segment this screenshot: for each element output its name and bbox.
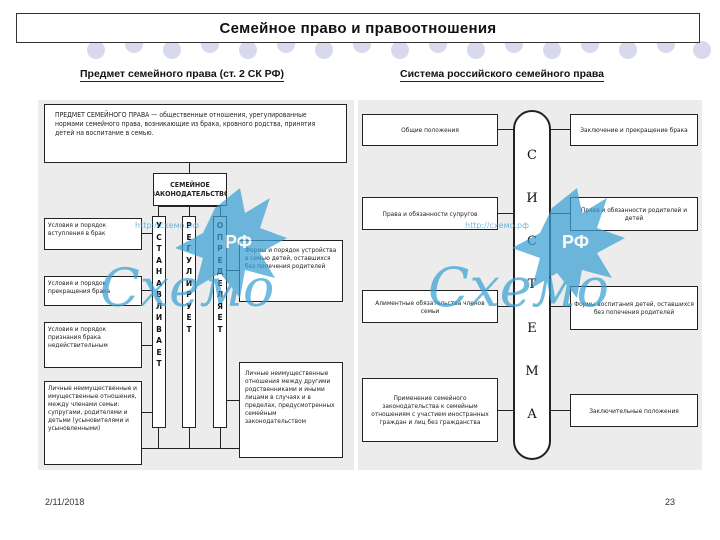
verb-letter: Е <box>217 278 223 288</box>
marriage-entry-box: Условия и порядок вступления в брак <box>44 218 142 250</box>
connector-line <box>227 270 239 271</box>
right-panel-heading-text: Система российского семейного права <box>400 68 604 82</box>
connector-line <box>551 410 570 411</box>
verb-letter: В <box>156 290 162 299</box>
slide-title: Семейное право и правоотношения <box>16 13 700 43</box>
connector-line <box>158 206 221 207</box>
child-placement-box: Формы и порядок устройства в семью детей… <box>239 240 343 302</box>
verb-letter: А <box>156 255 162 265</box>
system-letter: С <box>527 148 537 164</box>
marriage-invalidity-box: Условия и порядок признания брака недейс… <box>44 322 142 368</box>
verb-letter: Е <box>156 347 162 357</box>
subject-definition-box: ПРЕДМЕТ СЕМЕЙНОГО ПРАВА — общественные о… <box>44 104 347 163</box>
child-upbringing-forms-box: Формы воспитания детей, оставшихся без п… <box>570 286 698 330</box>
connector-line <box>551 129 570 130</box>
connector-line <box>227 400 239 401</box>
connector-line <box>142 233 152 234</box>
parents-children-rights-box: Права и обязанности родителей и детей <box>570 197 698 231</box>
family-relations-box: Личные неимущественные и имущественные о… <box>44 381 142 465</box>
verb-letter: Т <box>217 324 223 334</box>
other-relatives-box: Личные неимущественные отношения между д… <box>239 362 343 458</box>
slide-date: 2/11/2018 <box>45 497 85 507</box>
verb-letter: С <box>156 232 162 242</box>
verb-letter: Р <box>186 221 192 230</box>
verb-letter: О <box>216 221 224 230</box>
connector-line <box>142 290 152 291</box>
connector-line <box>498 213 513 214</box>
left-panel-heading: Предмет семейного права (ст. 2 СК РФ) <box>80 68 284 82</box>
verb-letter: В <box>156 324 162 334</box>
verb-letter: У <box>156 221 162 230</box>
connector-line <box>498 129 513 130</box>
system-letter: Е <box>527 320 537 336</box>
foreign-citizens-box: Применение семейного законодательства к … <box>362 378 498 442</box>
verb-letter: Е <box>217 255 223 265</box>
system-letter: С <box>527 234 537 250</box>
right-panel-heading: Система российского семейного права <box>400 68 604 82</box>
connector-line <box>551 306 570 307</box>
connector-line <box>551 213 570 214</box>
verb-letter: Т <box>186 324 192 334</box>
connector-line <box>189 206 190 216</box>
connector-line <box>498 306 513 307</box>
connector-line <box>189 428 190 448</box>
verb-letter: Н <box>155 267 163 276</box>
system-oval: С И С Т Е М А <box>513 110 551 460</box>
marriage-termination-box: Условия и порядок прекращения брака <box>44 276 142 306</box>
verb-letter: У <box>186 255 192 265</box>
connector-line <box>158 206 159 216</box>
verb-letter: И <box>155 313 163 322</box>
slide-page-number: 23 <box>665 497 676 507</box>
connector-line <box>142 448 239 449</box>
verb-letter: И <box>185 278 193 288</box>
connector-line <box>158 428 159 448</box>
left-panel-heading-text: Предмет семейного права (ст. 2 СК РФ) <box>80 68 284 82</box>
system-letter: И <box>526 191 538 207</box>
system-letter: А <box>527 406 537 422</box>
final-provisions-box: Заключительные положения <box>570 394 698 427</box>
connector-line <box>498 410 513 411</box>
verb-letter: Д <box>216 267 224 276</box>
verb-letter: П <box>216 232 224 242</box>
verb-letter: Г <box>186 244 192 253</box>
connector-line <box>220 428 221 448</box>
spouses-rights-box: Права и обязанности супругов <box>362 197 498 230</box>
verb-letter: Л <box>216 290 224 299</box>
verb-letter: А <box>156 278 162 288</box>
verb-letter: Р <box>217 244 223 253</box>
verb-letter: Р <box>186 290 192 299</box>
general-provisions-box: Общие положения <box>362 114 498 146</box>
verb-letter: Е <box>186 232 192 242</box>
verb-letter: Л <box>185 267 193 276</box>
verb-letter: Е <box>186 313 192 322</box>
system-letter: М <box>525 363 539 379</box>
verb-letter: А <box>156 336 162 345</box>
verb-letter: Я <box>217 301 223 311</box>
connector-line <box>142 345 152 346</box>
legislation-box: СЕМЕЙНОЕ ЗАКОНОДАТЕЛЬСТВО <box>153 173 227 206</box>
alimony-obligations-box: Алиментные обязательства членов семьи <box>362 290 498 323</box>
system-letter: Т <box>527 277 537 293</box>
connector-line <box>142 412 152 413</box>
verb-letter: Т <box>156 244 162 253</box>
verb-letter: Т <box>156 359 162 368</box>
verb-letter: Е <box>217 313 223 322</box>
connector-line <box>189 163 190 173</box>
marriage-conclusion-box: Заключение и прекращение брака <box>570 114 698 146</box>
connector-line <box>220 206 221 216</box>
verb-letter: У <box>186 301 192 311</box>
verb-letter: Л <box>155 301 163 311</box>
